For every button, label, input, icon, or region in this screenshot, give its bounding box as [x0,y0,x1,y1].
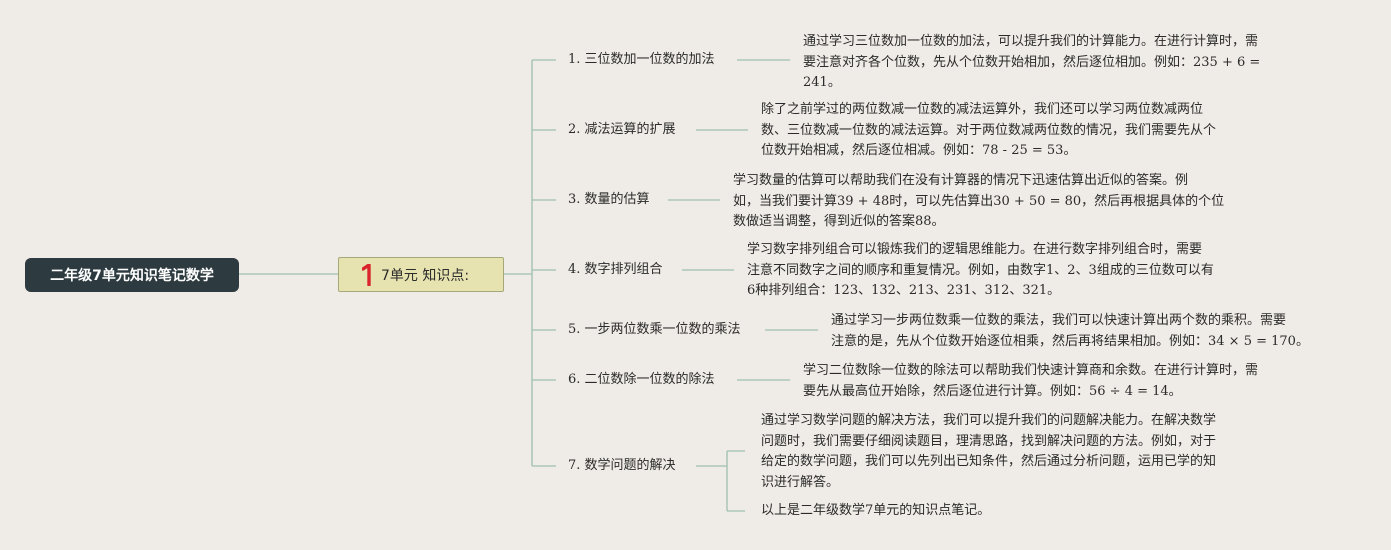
number-one-badge-icon [362,263,371,286]
note-node-summary[interactable]: 以上是二年级数学7单元的知识点笔记。 [761,501,990,522]
note-node-7[interactable]: 通过学习数学问题的解决方法，我们可以提升我们的问题解决能力。在解决数学 问题时，… [761,411,1216,493]
note-line: 以上是二年级数学7单元的知识点笔记。 [761,503,991,518]
note-line: 除了之前学过的两位数减一位数的减法运算外，我们还可以学习两位数减两位 [761,102,1204,117]
note-line: 要先从最高位开始除，然后逐位进行计算。例如：56 ÷ 4 = 14。 [803,383,1182,399]
branch-node-2[interactable]: 2. 减法运算的扩展 [568,121,676,139]
note-line: 数、三位数减一位数的减法运算。对于两位数减两位数的情况，我们需要先从个 [761,122,1217,138]
branch-node-4[interactable]: 4. 数字排列组合 [568,261,663,279]
branch-node-6[interactable]: 6. 二位数除一位数的除法 [568,371,715,389]
note-line: 如，当我们要计算39 + 48时，可以先估算出30 + 50 = 80，然后再根… [733,193,1225,209]
note-line: 位数开始相减，然后逐位相减。例如：78 - 25 = 53。 [761,143,1077,158]
note-line: 通过学习数学问题的解决方法，我们可以提升我们的问题解决能力。在解决数学 [761,413,1217,428]
note-line: 识进行解答。 [761,474,840,490]
note-node-4[interactable]: 学习数字排列组合可以锻炼我们的逻辑思维能力。在进行数字排列组合时，需要 注意不同… [747,240,1214,302]
note-line: 数做适当调整，得到近似的答案88。 [733,214,945,229]
branch-label: 5. 一步两位数乘一位数的乘法 [568,322,741,337]
note-line: 6种排列组合：123、132、213、231、312、321。 [747,283,1061,298]
branch-node-7[interactable]: 7. 数学问题的解决 [568,457,676,475]
note-line: 问题时，我们需要仔细阅读题目，理清思路，找到解决问题的方法。例如，对于 [761,433,1217,449]
branch-label: 2. 减法运算的扩展 [568,122,676,137]
branch-label: 6. 二位数除一位数的除法 [568,372,715,387]
root-node[interactable]: 二年级7单元知识笔记数学 [25,258,239,292]
center-node[interactable]: 7单元 知识点: [338,257,504,292]
note-node-1[interactable]: 通过学习三位数加一位数的加法，可以提升我们的计算能力。在进行计算时，需 要注意对… [803,32,1260,94]
center-label: 7单元 知识点: [381,267,470,284]
note-line: 学习数字排列组合可以锻炼我们的逻辑思维能力。在进行数字排列组合时，需要 [747,242,1203,257]
note-node-2[interactable]: 除了之前学过的两位数减一位数的减法运算外，我们还可以学习两位数减两位 数、三位数… [761,100,1216,162]
note-node-6[interactable]: 学习二位数除一位数的除法可以帮助我们快速计算商和余数。在进行计算时，需 要先从最… [803,361,1258,402]
note-line: 给定的数学问题，我们可以先列出已知条件，然后通过分析问题，运用已学的知 [761,454,1217,469]
note-line: 通过学习三位数加一位数的加法，可以提升我们的计算能力。在进行计算时，需 [803,34,1259,49]
note-line: 要注意对齐各个位数，先从个位数开始相加，然后逐位相加。例如：235 + 6 = [803,54,1261,70]
branch-label: 7. 数学问题的解决 [568,458,676,473]
note-node-5[interactable]: 通过学习一步两位数乘一位数的乘法，我们可以快速计算出两个数的乘积。需要 注意的是… [831,311,1309,352]
note-line: 学习二位数除一位数的除法可以帮助我们快速计算商和余数。在进行计算时，需 [803,363,1259,378]
note-line: 241。 [803,75,841,90]
note-node-3[interactable]: 学习数量的估算可以帮助我们在没有计算器的情况下迅速估算出近似的答案。例 如，当我… [733,171,1224,233]
branch-node-1[interactable]: 1. 三位数加一位数的加法 [568,51,715,69]
note-line: 通过学习一步两位数乘一位数的乘法，我们可以快速计算出两个数的乘积。需要 [831,313,1287,328]
branch-label: 4. 数字排列组合 [568,262,663,277]
root-title: 二年级7单元知识笔记数学 [50,268,214,284]
branch-node-3[interactable]: 3. 数量的估算 [568,191,650,209]
note-line: 注意不同数字之间的顺序和重复情况。例如，由数字1、2、3组成的三位数可以有 [747,262,1214,278]
note-line: 学习数量的估算可以帮助我们在没有计算器的情况下迅速估算出近似的答案。例 [733,173,1189,188]
branch-node-5[interactable]: 5. 一步两位数乘一位数的乘法 [568,321,741,339]
branch-label: 1. 三位数加一位数的加法 [568,52,715,67]
branch-label: 3. 数量的估算 [568,192,650,207]
note-line: 注意的是，先从个位数开始逐位相乘，然后再将结果相加。例如：34 × 5 = 17… [831,333,1309,349]
